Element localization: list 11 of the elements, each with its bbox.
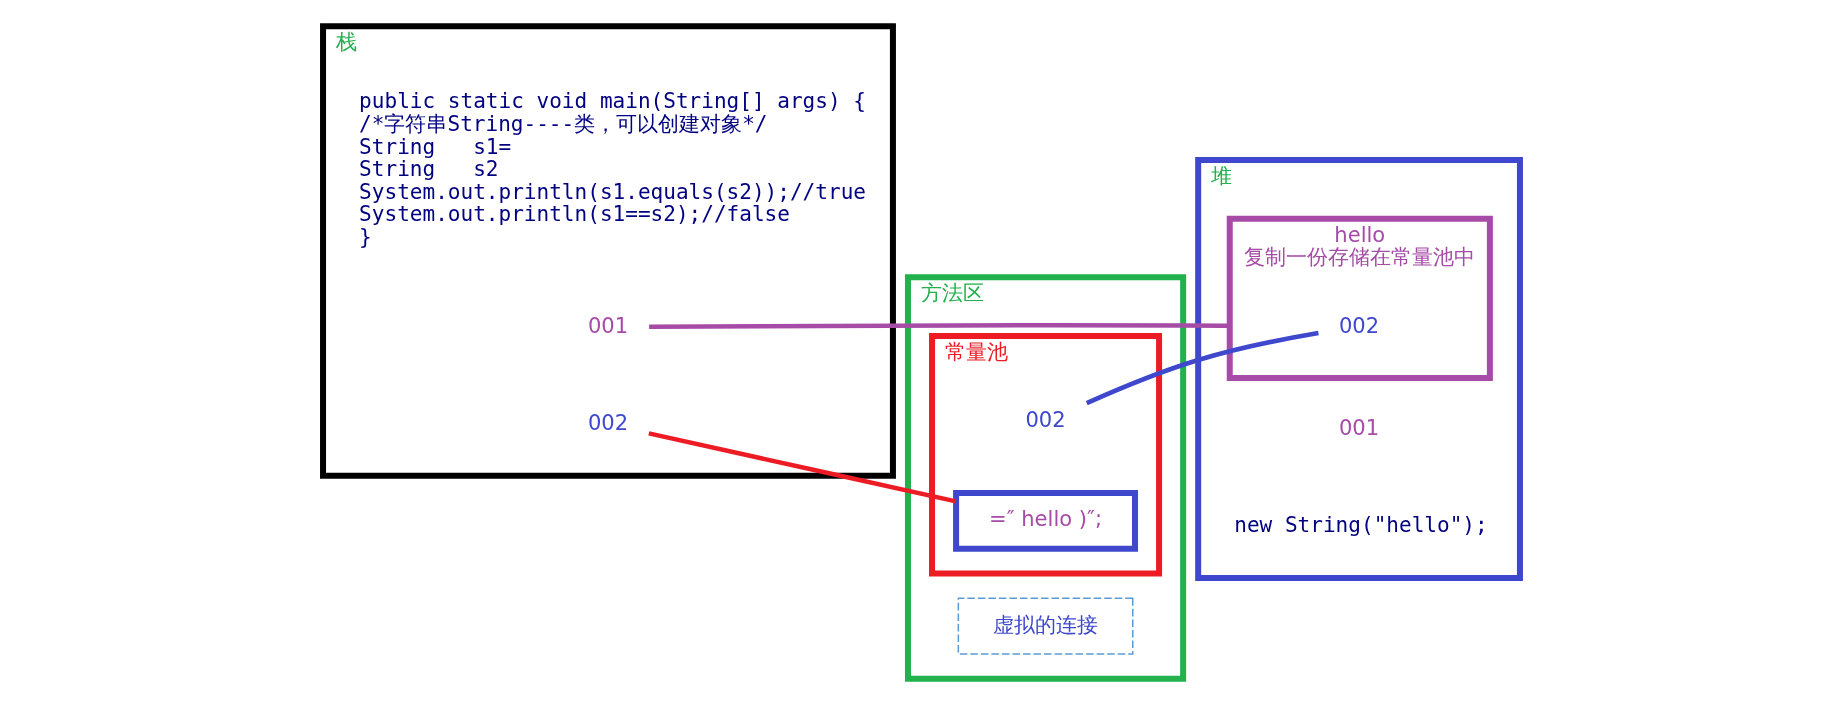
node-text: 002 bbox=[1024, 407, 1066, 433]
node-text: 002 bbox=[1338, 312, 1379, 338]
node-text: 001 bbox=[587, 312, 628, 338]
node-text: 001 bbox=[1338, 414, 1379, 440]
node-box: 虚拟的连接 bbox=[957, 597, 1133, 655]
node-text: 002 bbox=[587, 410, 628, 436]
node-text: new String("hello"); bbox=[1233, 512, 1488, 538]
node-box: =″ hello )″; bbox=[952, 490, 1138, 552]
connector bbox=[1085, 330, 1319, 406]
connector bbox=[648, 322, 1230, 329]
node-text: public static void main(String[] args) { /*字符串String----类，可以创建对象*/ String s1= String s2 System.out.println(s1.equals(s2));//true System.out.println(s1==s2);//false } bbox=[358, 88, 866, 249]
